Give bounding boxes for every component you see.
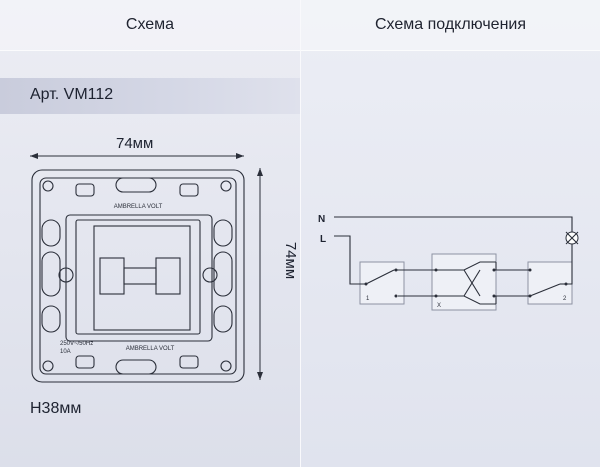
article-label: Арт. VM112	[30, 86, 114, 103]
device-rating-1: 250V~/50Hz	[60, 341, 93, 347]
wire-n-label: N	[318, 214, 325, 225]
right-panel: Схема подключения	[301, 0, 600, 467]
left-header: Схема	[0, 0, 300, 51]
switch-2-label: 2	[563, 296, 567, 302]
device-rating-2: 10A	[60, 349, 71, 355]
right-header-title: Схема подключения	[375, 16, 526, 33]
right-header: Схема подключения	[301, 0, 600, 51]
dimension-lines	[30, 153, 263, 380]
device-brand-top: AMBRELLA VOLT	[114, 204, 163, 210]
width-dimension-label: 74мм	[116, 135, 154, 152]
column-divider	[300, 0, 301, 467]
left-panel: Схема Арт. VM112 74мм 74мм H38мм	[0, 0, 300, 467]
wire-l-label: L	[320, 234, 326, 245]
article-bar	[0, 78, 300, 114]
cross-switch-box	[431, 253, 497, 311]
device-brand-bottom: AMBRELLA VOLT	[126, 346, 175, 352]
depth-label: H38мм	[30, 400, 82, 417]
switch-2-box	[527, 261, 573, 305]
device-drawing: AMBRELLA VOLT AMBRELLA VOLT 250V~/50Hz 1…	[31, 169, 245, 383]
left-header-title: Схема	[125, 16, 175, 33]
switch-1-label: 1	[366, 296, 370, 302]
cross-switch-label: X	[437, 303, 441, 309]
